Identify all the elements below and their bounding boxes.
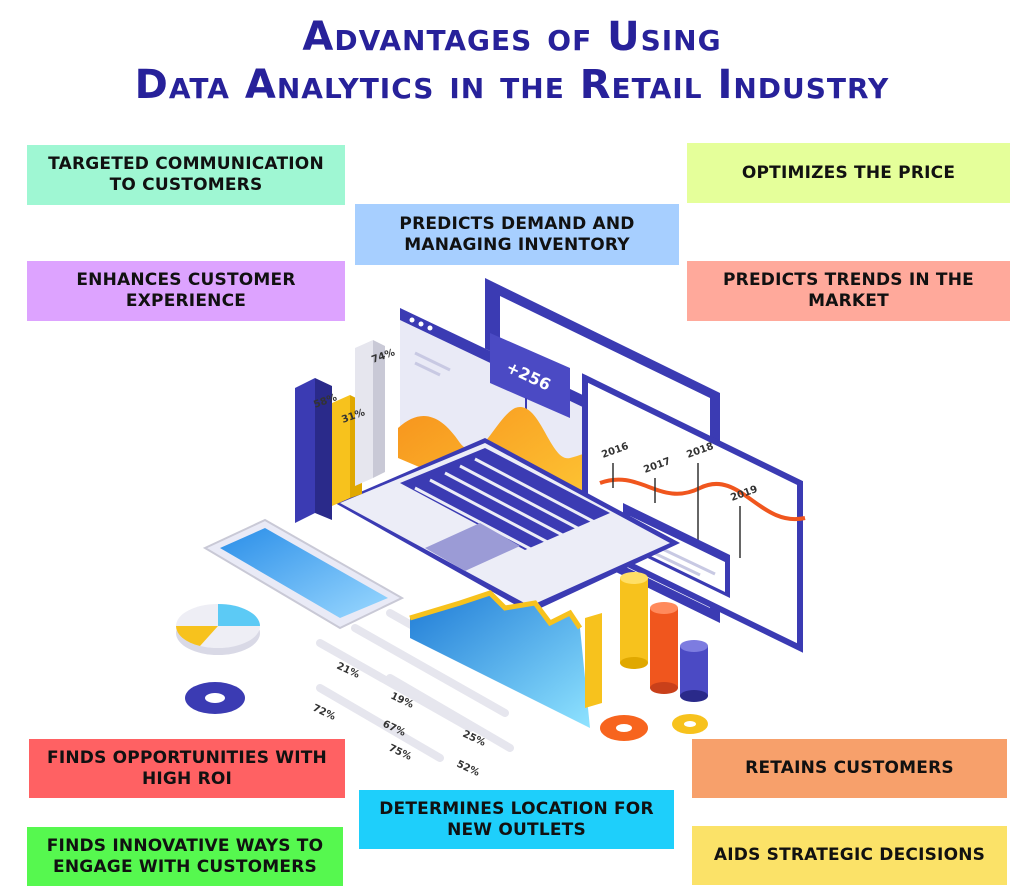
box-determines-location: Determines location for new outlets [359,790,674,849]
box-aids-strategic-decisions: Aids strategic decisions [692,826,1007,885]
title-line-1: Advantages of Using [302,14,722,60]
box-retains-customers: Retains customers [692,739,1007,798]
left-bar-chart: 58% 31% 74% [295,340,397,523]
pie-chart [175,604,260,655]
box-finds-opportunities: Finds opportunities with high ROI [29,739,345,798]
box-predicts-trends: Predicts trends in the market [687,261,1010,321]
floor-label-72: 72% [311,703,337,723]
badge-plus-256: +256 [490,333,570,518]
gear-icon-blue [185,682,245,714]
blue-area-chart [409,590,602,728]
gear-icon-orange [600,715,648,741]
box-finds-innovative-ways: Finds innovative ways to engage with cus… [27,827,343,886]
box-predicts-demand: Predicts demand and managing inventory [355,204,679,265]
floor-label-67: 67% [381,719,407,739]
floor-label-75: 75% [387,743,413,763]
box-targeted-communication: Targeted communication to customers [27,145,345,205]
floor-label-52: 52% [455,759,481,779]
laptop-base [335,438,680,613]
smartphone [202,518,405,630]
box-enhances-experience: Enhances customer experience [27,261,345,321]
gear-icon-yellow [672,714,708,734]
cylinder-chart [620,572,708,702]
box-optimizes-price: Optimizes the price [687,143,1010,203]
title-line-2: Data Analytics in the Retail Industry [134,62,890,108]
analytics-illustration: +256 2016 2017 2018 2019 [175,278,806,779]
